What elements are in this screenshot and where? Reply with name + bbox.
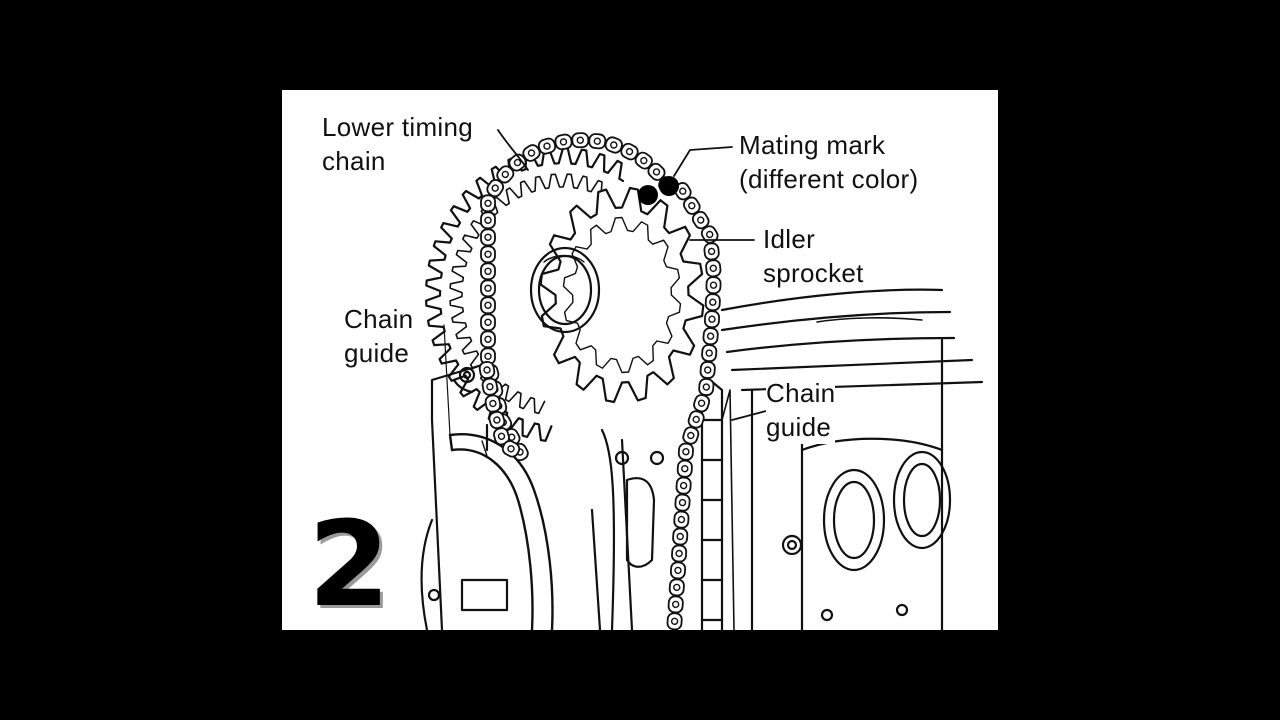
label-mating-mark-line1: Mating mark bbox=[739, 130, 886, 160]
label-idler-sprocket: Idler sprocket bbox=[763, 222, 864, 290]
leader-lines bbox=[497, 129, 771, 421]
label-lower-timing-chain-line2: chain bbox=[322, 146, 386, 176]
label-chain-guide-right-line1: Chain bbox=[766, 378, 836, 408]
label-chain-guide-right: Chain guide bbox=[766, 376, 836, 444]
label-chain-guide-left-line1: Chain bbox=[344, 304, 414, 334]
label-lower-timing-chain-line1: Lower timing bbox=[322, 112, 473, 142]
label-chain-guide-left-line2: guide bbox=[344, 338, 410, 368]
label-chain-guide-right-line2: guide bbox=[766, 412, 832, 442]
idler-sprocket bbox=[539, 186, 705, 404]
label-mating-mark-line2: (different color) bbox=[739, 164, 919, 194]
lower-timing-chain bbox=[478, 132, 722, 630]
label-chain-guide-left: Chain guide bbox=[344, 302, 413, 370]
label-idler-sprocket-line1: Idler bbox=[763, 224, 816, 254]
diagram-panel: Lower timing chain Mating mark (differen… bbox=[282, 90, 998, 630]
right-chain-guide bbox=[700, 378, 735, 630]
label-lower-timing-chain: Lower timing chain bbox=[322, 110, 473, 178]
left-chain-guide bbox=[443, 324, 554, 630]
label-idler-sprocket-line2: sprocket bbox=[763, 258, 864, 288]
sprocket-hub bbox=[529, 246, 601, 334]
mating-mark-links bbox=[638, 176, 679, 205]
label-mating-mark: Mating mark (different color) bbox=[739, 128, 918, 196]
step-number: 2 bbox=[308, 495, 391, 630]
timing-chain-diagram bbox=[420, 129, 984, 630]
